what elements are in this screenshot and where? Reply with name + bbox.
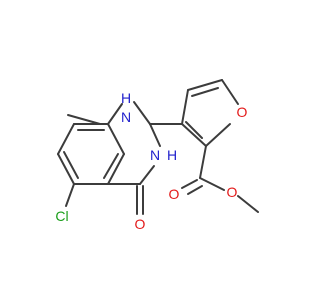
atom-label-n3: N [150, 147, 160, 163]
bond [187, 79, 223, 91]
bond [185, 121, 203, 139]
bond [63, 151, 79, 179]
atom-label-n1: N [121, 109, 131, 125]
bond [67, 114, 101, 125]
bond [191, 87, 219, 97]
bond [187, 185, 203, 195]
bond [57, 123, 75, 155]
bond [57, 153, 75, 185]
bond [107, 123, 125, 155]
atom-labels: H N N H O O O O Cl [55, 90, 247, 232]
bond [199, 145, 207, 179]
atom-label-o-furan: O [237, 104, 248, 120]
atom-label-cl: Cl [55, 208, 68, 224]
bond [199, 177, 225, 191]
atom-label-n1-h: H [121, 90, 131, 106]
atom-label-o-ester-double: O [169, 186, 180, 202]
bond [133, 101, 151, 125]
bond [139, 165, 155, 185]
bond [181, 179, 198, 189]
molecule-structure: H N N H O O O O Cl [55, 79, 259, 232]
bonds-group [57, 79, 259, 215]
atom-label-o-ester-single: O [227, 184, 238, 200]
atom-label-n3-h: H [167, 147, 177, 163]
bond [149, 123, 161, 147]
bond [181, 123, 207, 147]
bond [205, 123, 231, 147]
bond [181, 89, 189, 125]
bond [221, 79, 239, 105]
bond [65, 183, 75, 207]
bond [237, 195, 259, 213]
molecule-diagram: H N N H O O O O Cl [55, 79, 259, 232]
bond [107, 153, 125, 185]
bond [103, 153, 119, 179]
bond [107, 103, 123, 125]
atom-label-o-carbonyl: O [135, 216, 146, 232]
